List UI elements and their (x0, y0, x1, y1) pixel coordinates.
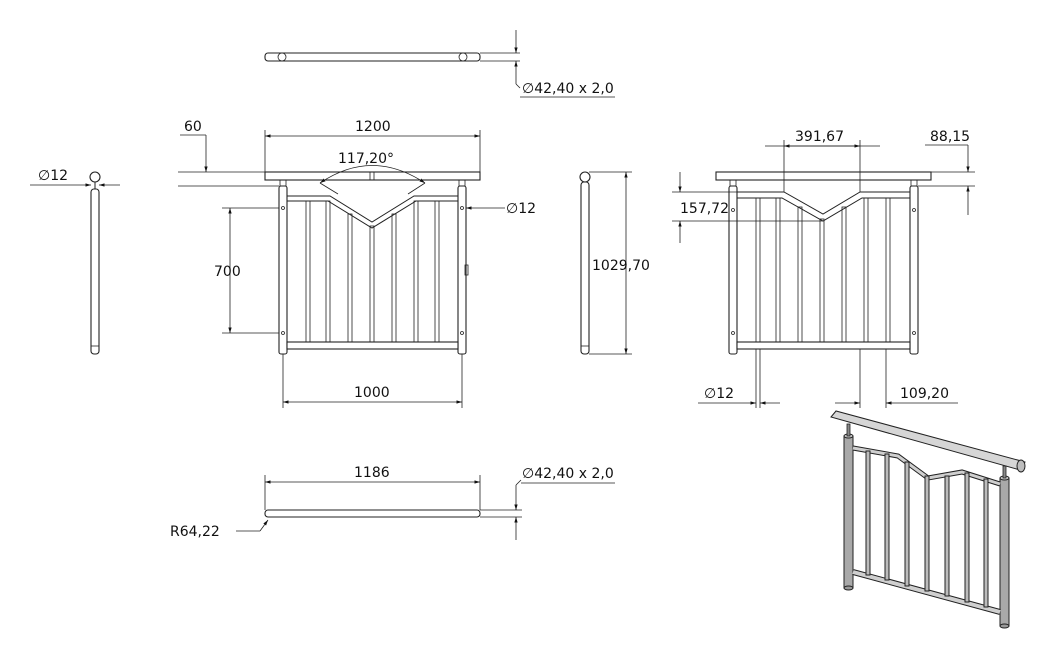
right-front-view: 391,67 88,15 157,72 ∅12 109,20 (672, 129, 975, 408)
bottom-length-dimension: 1186 (354, 465, 390, 481)
front-rod-dimension: ∅12 (506, 201, 536, 217)
right-rod-dimension: ∅12 (704, 386, 734, 402)
side-height-dimension: 1029,70 (592, 258, 650, 274)
right-balusters (755, 197, 891, 343)
right-v-depth-dimension: 157,72 (680, 201, 729, 217)
front-height-dimension: 700 (214, 264, 241, 280)
tube-top-dimension: ∅42,40 x 2,0 (522, 81, 614, 97)
front-width-dimension: 1200 (355, 119, 391, 135)
front-inner-width-dimension: 1000 (354, 385, 390, 401)
front-view: 1200 60 117,20° ∅12 700 1000 (178, 119, 536, 408)
front-balusters (305, 200, 440, 343)
right-spacing-dimension: 109,20 (900, 386, 949, 402)
front-offset-dimension: 60 (184, 119, 202, 135)
isometric-view (830, 410, 1026, 629)
rod-diameter-dimension: ∅12 (38, 168, 68, 184)
bottom-radius-dimension: R64,22 (170, 524, 220, 540)
front-angle-dimension: 117,20° (338, 151, 394, 167)
isometric-balusters (865, 450, 989, 608)
bottom-tube-view: 1186 ∅42,40 x 2,0 R64,22 (170, 465, 615, 540)
tube-bottom-dimension: ∅42,40 x 2,0 (522, 466, 614, 482)
top-tube-view: ∅42,40 x 2,0 (264, 30, 615, 98)
right-v-width-dimension: 391,67 (795, 129, 844, 145)
right-offset-dimension: 88,15 (930, 129, 970, 145)
post-side-view: 1029,70 (579, 171, 650, 355)
rod-side-view: ∅12 (30, 168, 120, 355)
